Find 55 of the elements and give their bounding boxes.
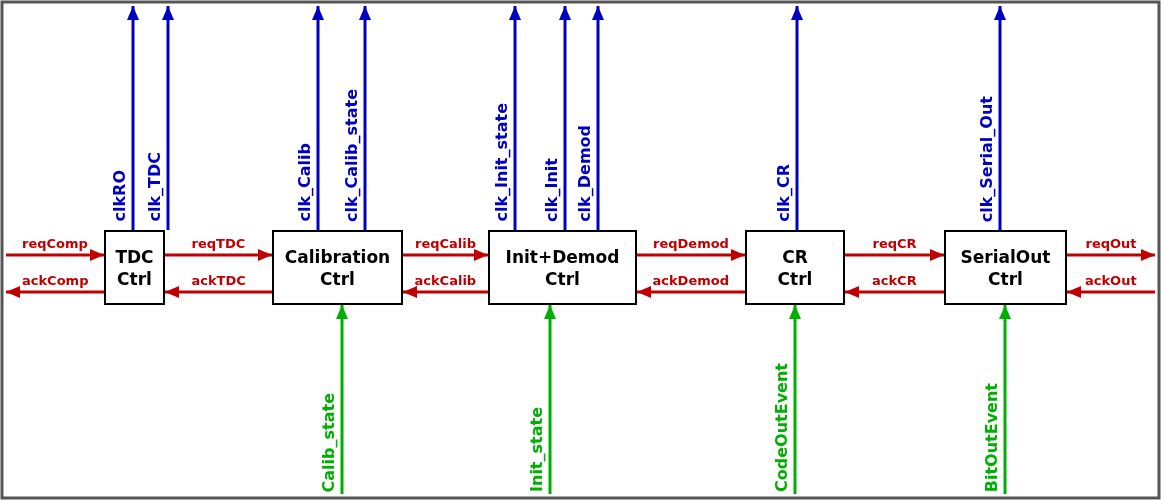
arrow <box>6 249 104 261</box>
edge-label: clk_Calib <box>296 143 314 222</box>
arrow <box>845 286 944 298</box>
arrow <box>165 249 272 261</box>
edge-label: clk_Init_state <box>493 103 511 222</box>
arrow <box>544 305 556 494</box>
arrow <box>312 6 324 230</box>
process-box: Init+Demod Ctrl <box>488 230 637 305</box>
edge-label: clk_Demod <box>576 125 594 222</box>
edge-label: BitOutEvent <box>983 383 1001 493</box>
arrow <box>1067 249 1155 261</box>
edge-label: reqTDC <box>191 236 246 251</box>
arrow <box>791 6 803 230</box>
edge-label: ackOut <box>1085 273 1137 288</box>
arrow <box>637 249 745 261</box>
arrow <box>637 286 745 298</box>
arrow <box>994 6 1006 230</box>
edge-label: clk_Serial_Out <box>978 96 996 223</box>
arrow <box>999 305 1011 494</box>
edge-label: reqOut <box>1085 236 1137 251</box>
arrow <box>403 286 488 298</box>
arrow <box>559 6 571 230</box>
arrow <box>1067 286 1155 298</box>
edge-label: clkRO <box>111 170 129 222</box>
edge-label: clk_CR <box>775 164 793 222</box>
process-box: Calibration Ctrl <box>272 230 403 305</box>
arrow <box>403 249 488 261</box>
edge-label: reqDemod <box>653 236 729 251</box>
edge-label: Calib_state <box>320 393 338 493</box>
arrow <box>336 305 348 494</box>
edge-label: ackDemod <box>652 273 729 288</box>
edge-label: reqCalib <box>415 236 477 251</box>
edge-label: ackComp <box>22 273 89 288</box>
arrow <box>845 249 944 261</box>
process-box: SerialOut Ctrl <box>944 230 1067 305</box>
arrow <box>359 6 371 230</box>
edge-label: ackTDC <box>191 273 246 288</box>
edge-label: clk_TDC <box>146 152 164 222</box>
edge-label: CodeOutEvent <box>773 363 791 492</box>
edge-label: ackCalib <box>414 273 477 288</box>
arrow <box>592 6 604 230</box>
process-box: TDC Ctrl <box>104 230 165 305</box>
arrow <box>127 6 139 230</box>
arrow <box>6 286 104 298</box>
edge-label: reqComp <box>22 236 88 251</box>
arrow <box>165 286 272 298</box>
edge-label: Init_state <box>528 407 546 492</box>
edge-label: clk_Calib_state <box>343 89 361 223</box>
arrow <box>509 6 521 230</box>
arrow <box>162 6 174 230</box>
edge-label: ackCR <box>872 273 917 288</box>
edge-label: reqCR <box>872 236 917 251</box>
process-box: CR Ctrl <box>745 230 845 305</box>
edge-label: clk_Init <box>543 158 561 223</box>
arrow <box>789 305 801 494</box>
